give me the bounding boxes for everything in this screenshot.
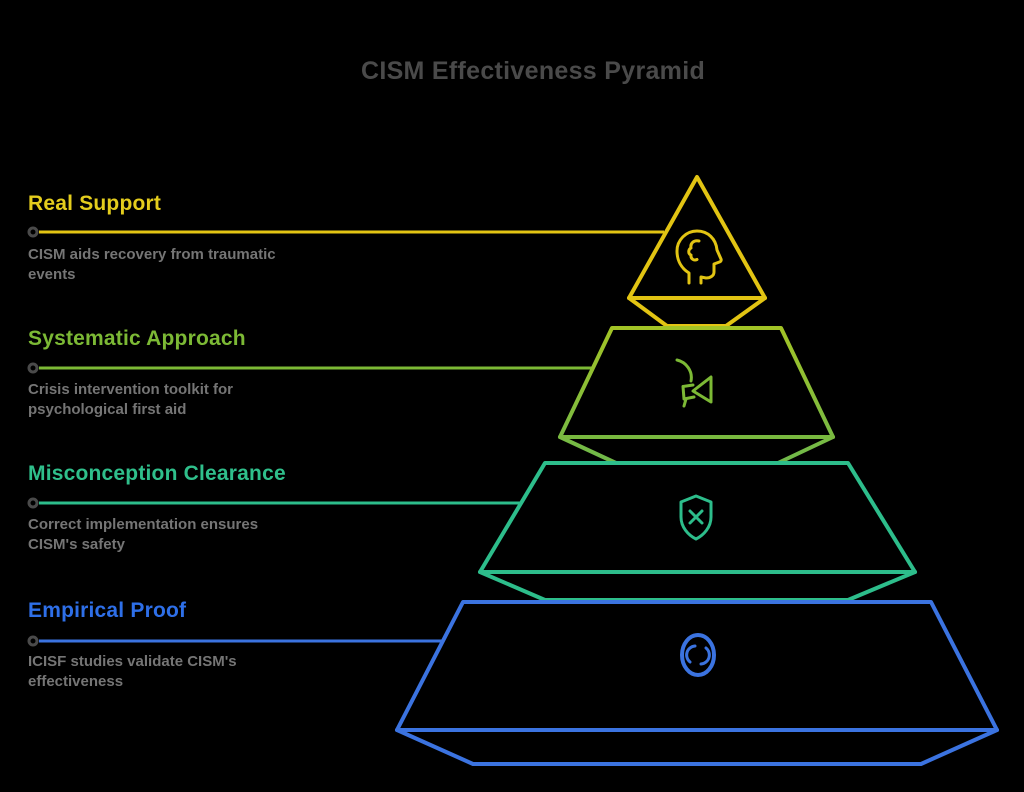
level-1-label-block: Real Support CISM aids recovery from tra…: [28, 192, 276, 285]
level-3-description: Correct implementation ensures CISM's sa…: [28, 516, 259, 553]
megaphone-icon: [675, 358, 713, 408]
shield-x-icon: [679, 494, 713, 541]
level-2-description: Crisis intervention toolkit for psycholo…: [28, 381, 234, 418]
tier-2-shape: [558, 326, 835, 465]
tier-4-shape: [395, 600, 999, 766]
level-2-heading: Systematic Approach: [28, 327, 246, 350]
level-1-description: CISM aids recovery from traumatic events: [28, 246, 276, 283]
level-4-heading: Empirical Proof: [28, 599, 187, 622]
head-profile-icon: [675, 229, 723, 285]
tier-1-shape: [627, 175, 767, 328]
tier-3-shape: [478, 461, 917, 602]
level-3-label-block: Misconception Clearance Correct implemen…: [28, 462, 286, 555]
level-4-description: ICISF studies validate CISM's effectiven…: [28, 653, 237, 690]
sync-circle-icon: [680, 633, 716, 677]
level-3-heading: Misconception Clearance: [28, 462, 286, 485]
level-1-heading: Real Support: [28, 192, 162, 215]
diagram-title: CISM Effectiveness Pyramid: [360, 57, 706, 85]
level-4-label-block: Empirical Proof ICISF studies validate C…: [28, 599, 237, 692]
level-2-label-block: Systematic Approach Crisis intervention …: [28, 327, 246, 420]
